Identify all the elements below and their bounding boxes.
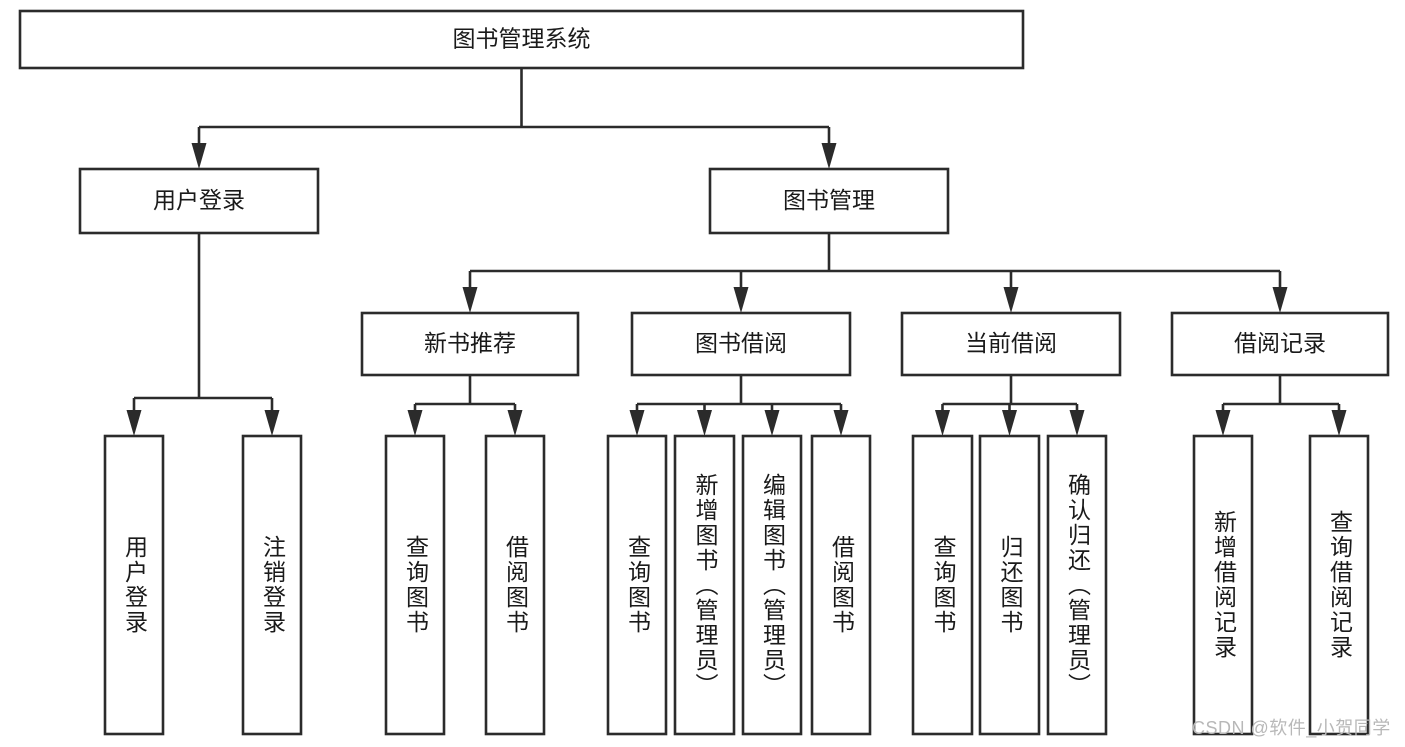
arrow-head-icon: [733, 287, 749, 313]
arrow-head-icon: [1002, 410, 1017, 436]
arrow-head-icon: [191, 143, 207, 169]
edge-group-book-borrow: [629, 375, 849, 436]
arrow-head-icon: [935, 410, 950, 436]
edge-group-user-login: [126, 233, 280, 436]
arrow-head-icon: [1272, 287, 1288, 313]
edge-group-current-borrow: [935, 375, 1085, 436]
arrow-head-icon: [833, 410, 849, 436]
node-book-manage[interactable]: 图书管理: [708, 167, 950, 235]
arrow-head-icon: [764, 410, 780, 436]
arrow-head-icon: [821, 143, 837, 169]
node-box-leaf-add-book[interactable]: [673, 434, 736, 736]
node-box-leaf-confirm-ret[interactable]: [1046, 434, 1108, 736]
arrow-head-icon: [1003, 287, 1019, 313]
node-leaf-add-book[interactable]: [673, 434, 736, 736]
node-box-leaf-query-book-2[interactable]: [606, 434, 668, 736]
node-box-new-book-rec[interactable]: [360, 311, 580, 377]
node-current-borrow[interactable]: 当前借阅: [900, 311, 1122, 377]
arrow-head-icon: [462, 287, 478, 313]
node-box-borrow-record[interactable]: [1170, 311, 1390, 377]
node-box-leaf-borrow-book-1[interactable]: [484, 434, 546, 736]
node-leaf-user-logout[interactable]: [241, 434, 303, 736]
node-new-book-rec[interactable]: 新书推荐: [360, 311, 580, 377]
edge-group-borrow-record: [1215, 375, 1347, 436]
arrow-head-icon: [697, 410, 712, 436]
node-box-book-manage[interactable]: [708, 167, 950, 235]
node-box-user-login[interactable]: [78, 167, 320, 235]
node-leaf-confirm-ret[interactable]: [1046, 434, 1108, 736]
node-label-new-book-rec: 新书推荐: [424, 330, 516, 356]
arrow-head-icon: [126, 410, 142, 436]
arrow-head-icon: [1069, 410, 1085, 436]
node-borrow-record[interactable]: 借阅记录: [1170, 311, 1390, 377]
node-box-book-borrow[interactable]: [630, 311, 852, 377]
node-root[interactable]: 图书管理系统: [18, 9, 1025, 70]
arrow-head-icon: [1215, 410, 1231, 436]
edge-group-root: [191, 68, 837, 169]
node-box-leaf-edit-book[interactable]: [741, 434, 803, 736]
node-leaf-edit-book[interactable]: [741, 434, 803, 736]
edge-group-book-manage: [462, 233, 1288, 313]
node-leaf-query-book-2[interactable]: [606, 434, 668, 736]
arrow-head-icon: [1331, 410, 1347, 436]
arrow-head-icon: [629, 410, 645, 436]
node-box-current-borrow[interactable]: [900, 311, 1122, 377]
node-leaf-add-record[interactable]: [1192, 434, 1254, 736]
node-user-login[interactable]: 用户登录: [78, 167, 320, 235]
node-label-book-borrow: 图书借阅: [695, 330, 787, 356]
arrow-head-icon: [264, 410, 280, 436]
arrow-head-icon: [407, 410, 423, 436]
node-leaf-borrow-book-2[interactable]: [810, 434, 872, 736]
watermark-text: CSDN @软件_小贺同学: [1192, 718, 1391, 738]
node-box-leaf-add-record[interactable]: [1192, 434, 1254, 736]
edges-layer: [126, 68, 1347, 436]
node-leaf-return-book[interactable]: [978, 434, 1041, 736]
node-box-leaf-borrow-book-2[interactable]: [810, 434, 872, 736]
node-label-root: 图书管理系统: [453, 26, 591, 52]
node-box-leaf-user-logout[interactable]: [241, 434, 303, 736]
node-label-user-login: 用户登录: [153, 187, 245, 213]
edge-group-new-book-rec: [407, 375, 523, 436]
node-box-leaf-query-book-3[interactable]: [911, 434, 974, 736]
node-box-leaf-query-book-1[interactable]: [384, 434, 446, 736]
node-box-root[interactable]: [18, 9, 1025, 70]
node-box-leaf-query-record[interactable]: [1308, 434, 1370, 736]
node-box-leaf-user-login[interactable]: [103, 434, 165, 736]
arrow-head-icon: [507, 410, 523, 436]
node-box-leaf-return-book[interactable]: [978, 434, 1041, 736]
node-leaf-query-record[interactable]: [1308, 434, 1370, 736]
node-leaf-query-book-1[interactable]: [384, 434, 446, 736]
node-label-current-borrow: 当前借阅: [965, 330, 1057, 356]
node-label-book-manage: 图书管理: [783, 187, 875, 213]
node-leaf-query-book-3[interactable]: [911, 434, 974, 736]
node-book-borrow[interactable]: 图书借阅: [630, 311, 852, 377]
node-leaf-borrow-book-1[interactable]: [484, 434, 546, 736]
node-label-borrow-record: 借阅记录: [1234, 330, 1326, 356]
node-leaf-user-login[interactable]: [103, 434, 165, 736]
